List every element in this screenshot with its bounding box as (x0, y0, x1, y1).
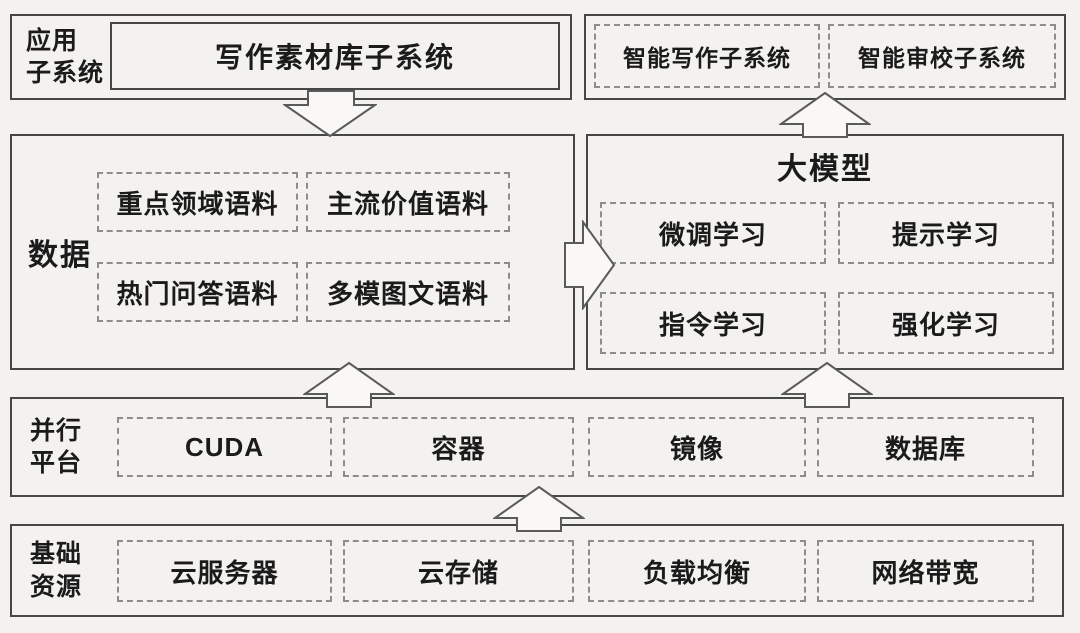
box-reinforcement-learning-label: 强化学习 (891, 309, 1000, 340)
data-layer-container: 数据 重点领域语料 主流价值语料 热门问答语料 多模图文语料 (10, 134, 575, 370)
arrow-right-data-to-model (564, 220, 616, 310)
box-instruction-learning: 指令学习 (600, 292, 826, 354)
box-database: 数据库 (817, 417, 1034, 477)
box-cloud-storage-label: 云存储 (417, 557, 499, 588)
platform-layer-label: 并行 平台 (30, 399, 122, 495)
box-intelligent-proofreading-subsystem-label: 智能审校子系统 (858, 45, 1026, 71)
arrow-up-platform-to-model (781, 362, 873, 408)
box-cuda: CUDA (117, 417, 332, 477)
box-intelligent-proofreading-subsystem: 智能审校子系统 (828, 24, 1056, 88)
resource-layer-label-line2: 资源 (30, 572, 83, 601)
platform-layer-container: 并行 平台 CUDA 容器 镜像 数据库 (10, 397, 1064, 497)
app-layer-label: 应用 子系统 (26, 16, 118, 98)
box-instruction-learning-label: 指令学习 (658, 309, 767, 340)
resource-layer-label-line1: 基础 (30, 540, 83, 568)
box-image-label: 镜像 (669, 433, 724, 464)
resource-layer-container: 基础 资源 云服务器 云存储 负载均衡 网络带宽 (10, 524, 1064, 617)
box-writing-material-subsystem: 写作素材库子系统 (110, 22, 560, 90)
box-writing-material-subsystem-label: 写作素材库子系统 (214, 42, 455, 73)
resource-layer-label: 基础 资源 (30, 526, 122, 615)
box-mainstream-value-corpus-label: 主流价值语料 (326, 188, 489, 219)
box-container-label: 容器 (431, 433, 486, 464)
box-reinforcement-learning: 强化学习 (838, 292, 1054, 354)
box-hot-qa-corpus-label: 热门问答语料 (116, 278, 279, 309)
box-prompt-learning: 提示学习 (838, 202, 1054, 264)
box-image: 镜像 (588, 417, 806, 477)
box-cloud-server: 云服务器 (117, 540, 332, 602)
arrow-up-platform-to-data (303, 362, 395, 408)
box-prompt-learning-label: 提示学习 (891, 219, 1000, 250)
box-multimodal-corpus-label: 多模图文语料 (326, 278, 489, 309)
data-layer-label-text: 数据 (28, 239, 92, 272)
app-layer-right-container: 智能写作子系统 智能审校子系统 (584, 14, 1066, 100)
box-mainstream-value-corpus: 主流价值语料 (306, 172, 510, 232)
arrow-up-model-to-apps (779, 92, 871, 138)
platform-layer-label-line2: 平台 (30, 449, 83, 477)
box-intelligent-writing-subsystem: 智能写作子系统 (594, 24, 820, 88)
box-finetune-learning-label: 微调学习 (658, 219, 767, 250)
box-database-label: 数据库 (884, 433, 966, 464)
box-cloud-server-label: 云服务器 (170, 557, 279, 588)
box-multimodal-corpus: 多模图文语料 (306, 262, 510, 322)
model-layer-container: 大模型 微调学习 提示学习 指令学习 强化学习 (586, 134, 1064, 370)
platform-layer-label-line1: 并行 (30, 416, 83, 445)
box-key-domain-corpus-label: 重点领域语料 (116, 188, 279, 219)
box-intelligent-writing-subsystem-label: 智能写作子系统 (623, 45, 791, 71)
box-container: 容器 (343, 417, 574, 477)
app-layer-label-line2: 子系统 (26, 59, 105, 87)
data-layer-label: 数据 (28, 230, 92, 274)
box-network-bandwidth: 网络带宽 (817, 540, 1034, 602)
app-layer-label-line1: 应用 (26, 26, 79, 55)
box-load-balancing: 负载均衡 (588, 540, 806, 602)
box-cloud-storage: 云存储 (343, 540, 574, 602)
box-finetune-learning: 微调学习 (600, 202, 826, 264)
model-layer-title-text: 大模型 (777, 153, 873, 186)
box-hot-qa-corpus: 热门问答语料 (97, 262, 298, 322)
box-cuda-label: CUDA (184, 431, 265, 462)
box-key-domain-corpus: 重点领域语料 (97, 172, 298, 232)
app-layer-container: 应用 子系统 写作素材库子系统 (10, 14, 572, 100)
arrow-down-app-to-data (283, 90, 377, 138)
box-network-bandwidth-label: 网络带宽 (871, 557, 980, 588)
model-layer-title: 大模型 (588, 144, 1062, 188)
box-load-balancing-label: 负载均衡 (642, 557, 751, 588)
arrow-up-resources-to-platform (493, 486, 585, 532)
